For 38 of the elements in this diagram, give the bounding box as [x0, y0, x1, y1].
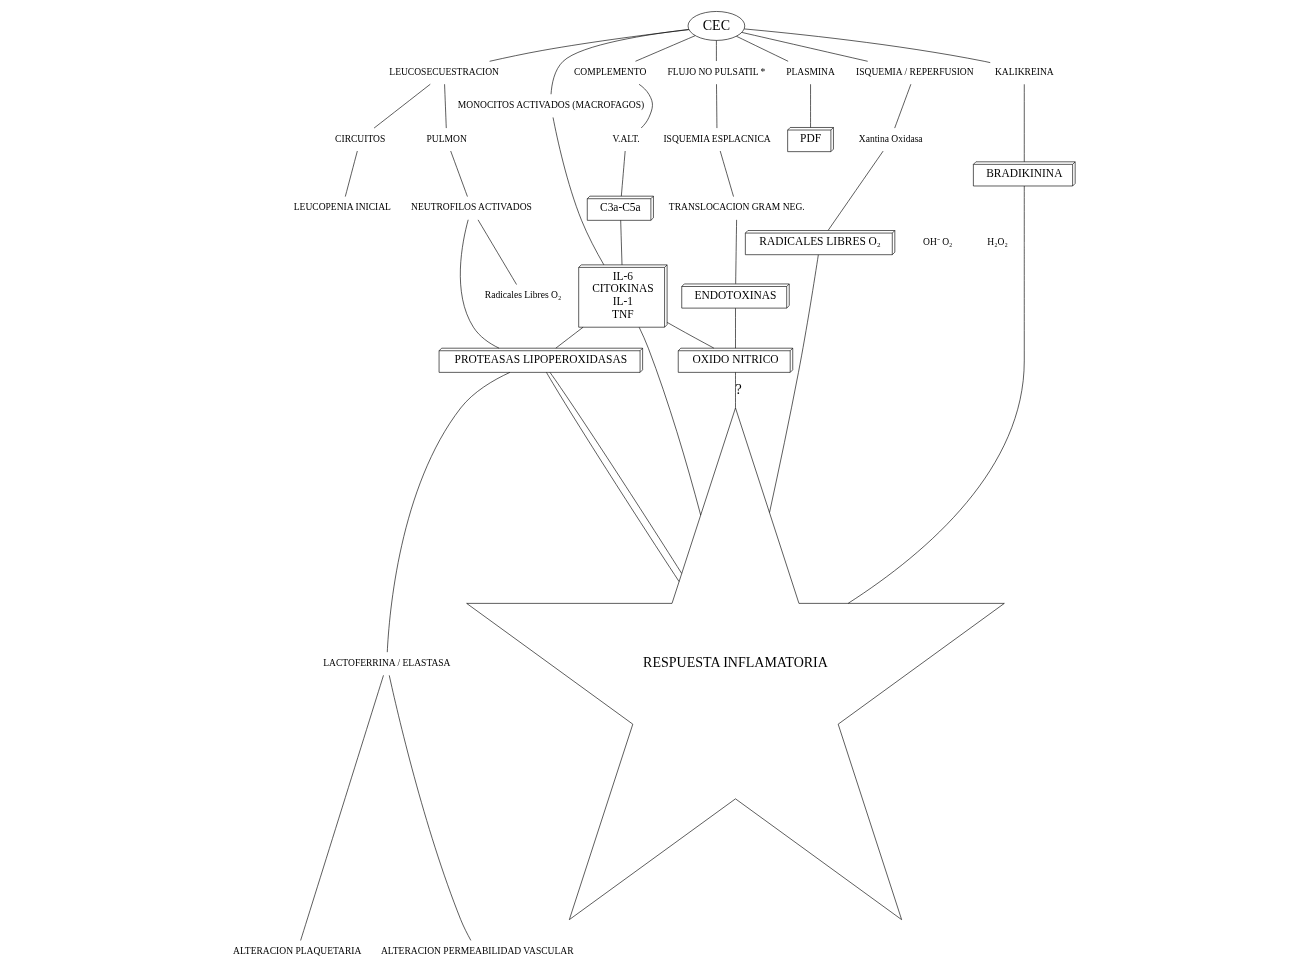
node-text: LACTOFERRINA / ELASTASA — [322, 656, 451, 668]
node-text: KALIKREINA — [994, 65, 1054, 77]
node-label: H₂O₂ — [986, 235, 1008, 247]
node-text: ALTERACION PLAQUETARIA — [232, 944, 361, 956]
node-text: Radicales Libres O₂ — [484, 288, 561, 300]
node-text: TRANSLOCACION GRAM NEG. — [668, 200, 805, 212]
node-text: CIRCUITOS — [334, 132, 385, 144]
edge-label: ? — [735, 381, 742, 397]
node-text: ISQUEMIA / REPERFUSION — [855, 65, 974, 77]
connector — [734, 307, 736, 348]
connector — [768, 254, 819, 513]
node-text: ALTERACION PERMEABILIDAD VASCULAR — [380, 944, 574, 956]
node-text: NEUTROFILOS ACTIVADOS — [410, 200, 532, 212]
connector — [488, 28, 689, 62]
node-text: Xantina Oxidasa — [858, 132, 923, 144]
node-text: V.ALT. — [611, 132, 640, 144]
connector — [740, 31, 868, 62]
node-text: COMPLEMENTO — [573, 65, 646, 77]
connector — [809, 83, 811, 128]
connector — [827, 150, 883, 231]
node-label: OH⁻ O₂ — [922, 235, 952, 247]
connector — [555, 326, 583, 348]
node-text: PULMON — [426, 132, 467, 144]
connector — [552, 116, 604, 265]
connector — [734, 371, 736, 408]
connector — [550, 28, 689, 95]
connector — [666, 321, 714, 348]
node-text: ISQUEMIA ESPLACNICA — [662, 132, 771, 144]
connector — [847, 185, 1025, 604]
connector — [619, 219, 622, 265]
connector — [386, 371, 510, 652]
node-text: LEUCOSECUESTRACION — [388, 65, 499, 77]
node-ellipse: CEC — [687, 10, 745, 41]
node-text: PLASMINA — [785, 65, 835, 77]
node-text: FLUJO NO PULSATIL * — [666, 65, 765, 77]
node-text: LEUCOPENIA INICIAL — [293, 200, 391, 212]
node-text: MONOCITOS ACTIVADOS (MACROFAGOS) — [457, 98, 644, 110]
connector — [638, 326, 701, 515]
